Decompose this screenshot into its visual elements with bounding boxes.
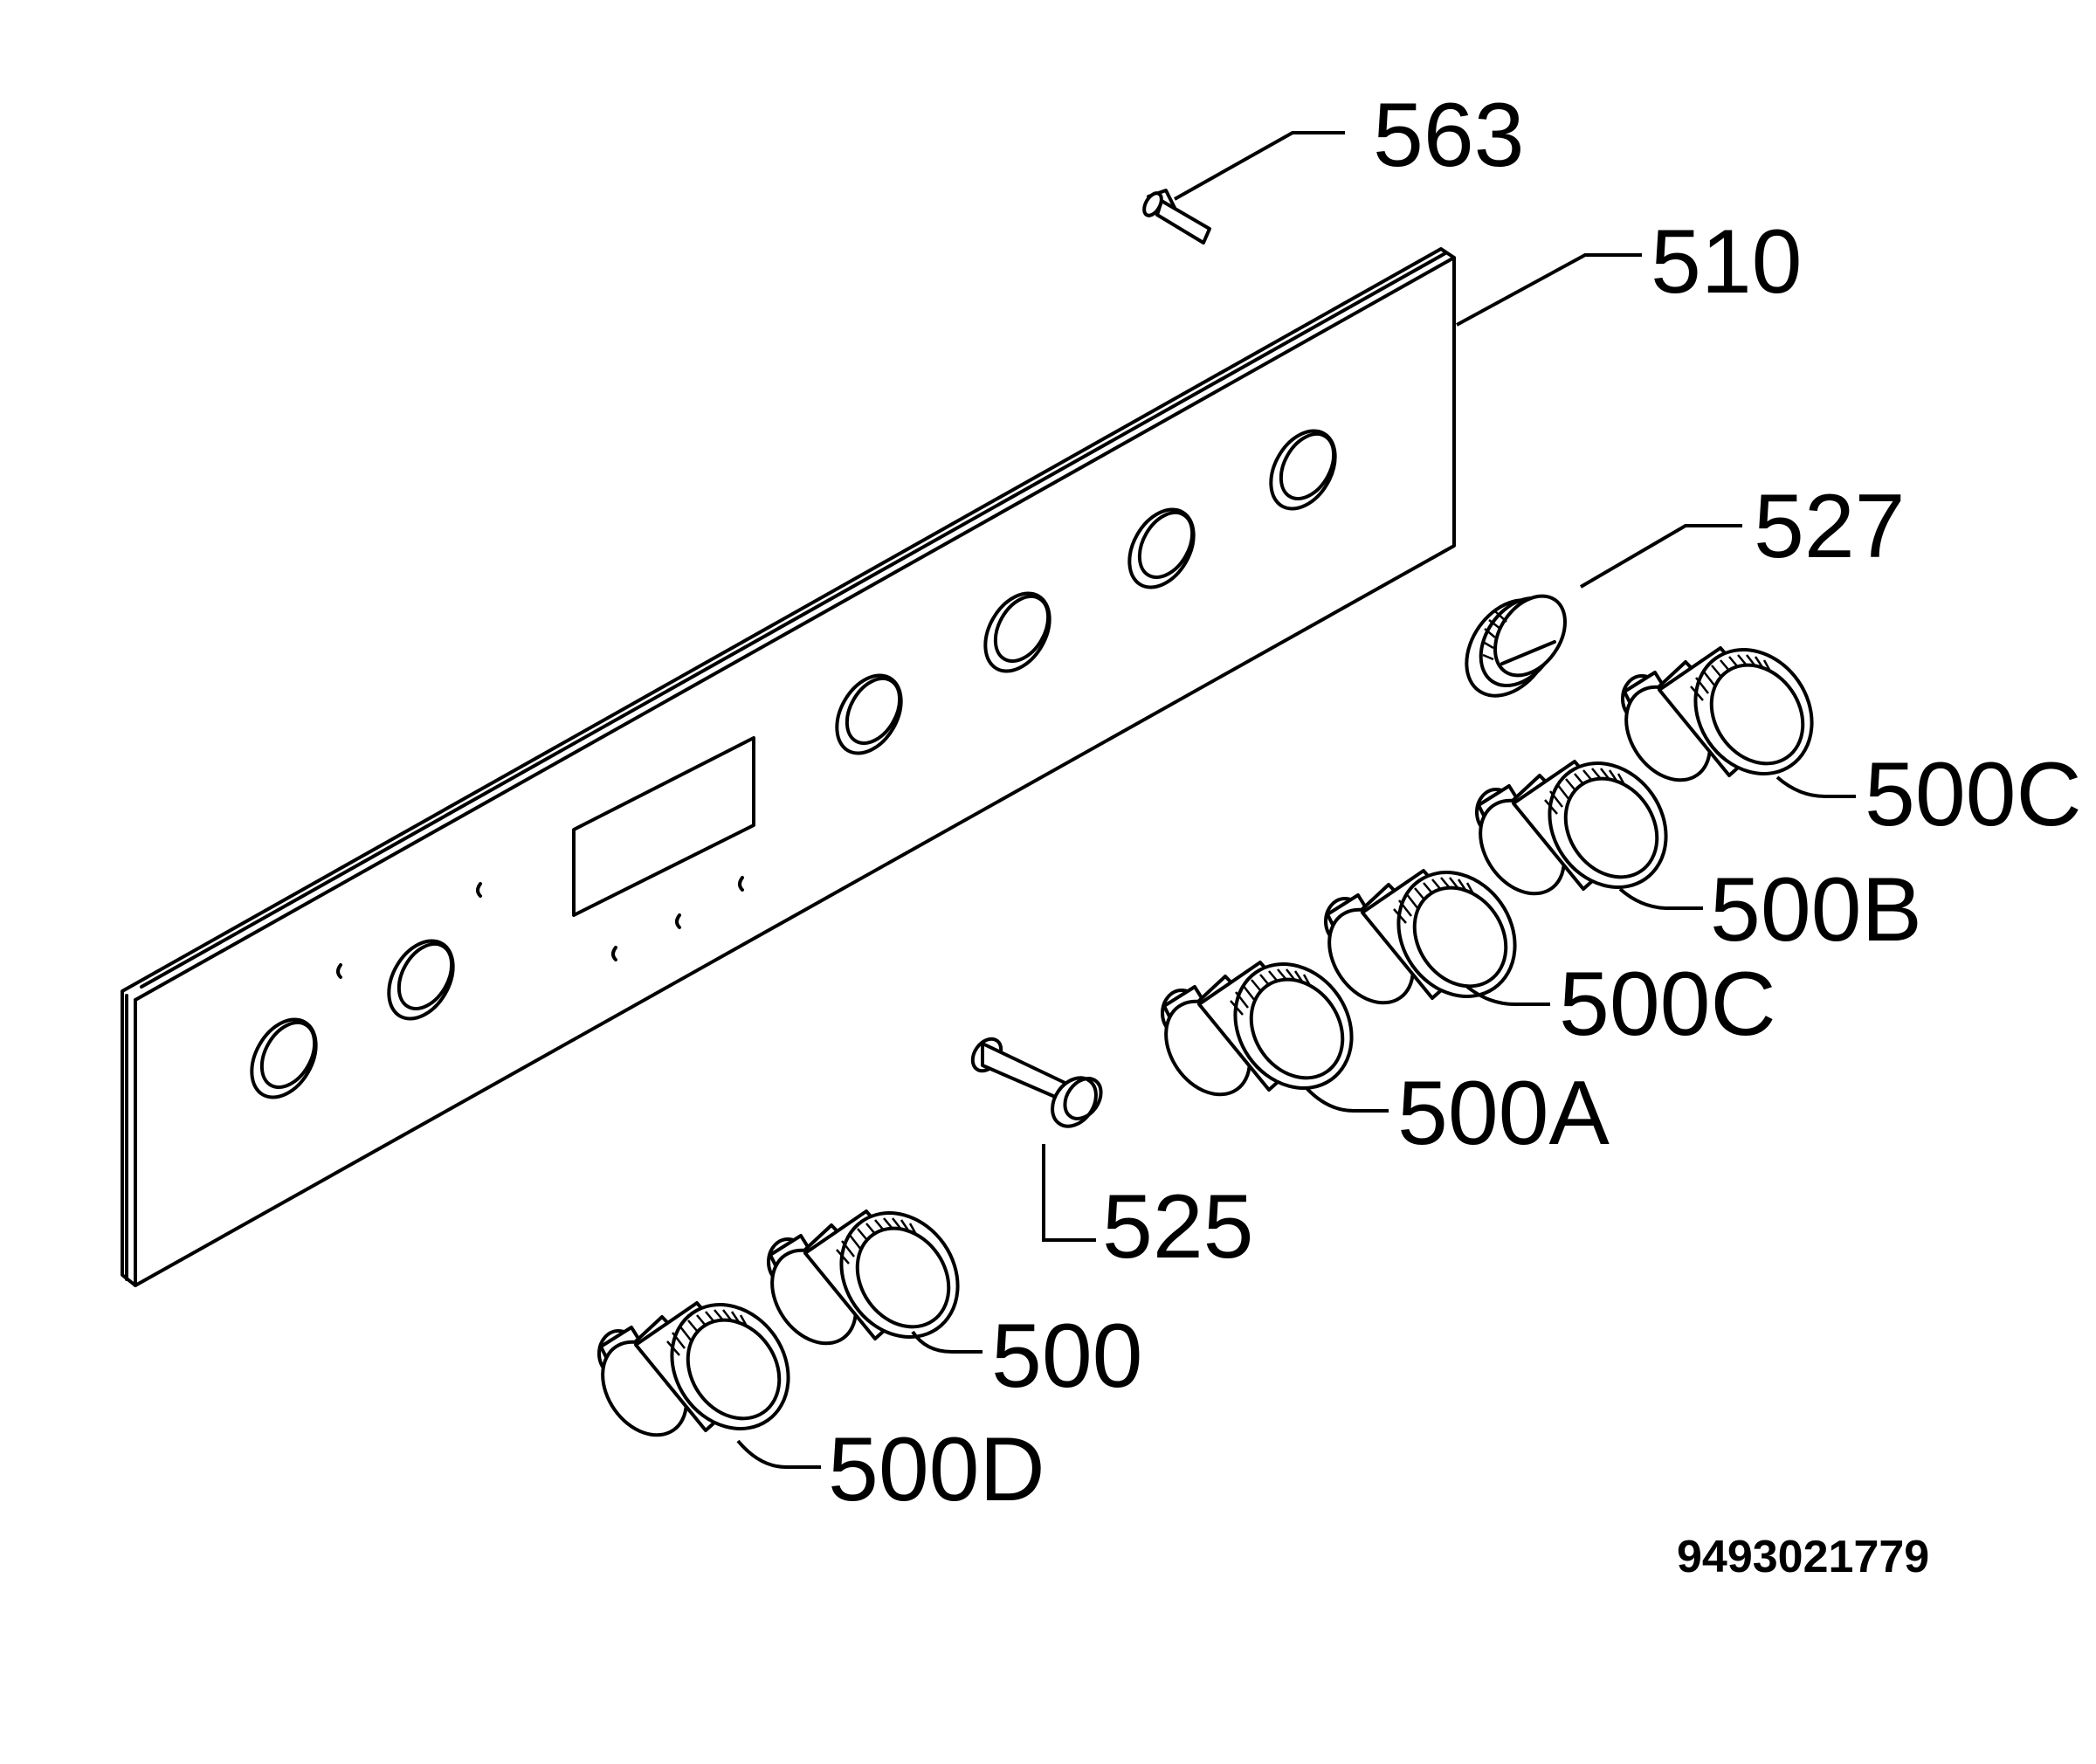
knob-hole [835, 673, 903, 755]
leader-510 [1456, 253, 1642, 327]
knob-hole [387, 939, 455, 1021]
callout-510: 510 [1651, 211, 1803, 313]
bezel-ring-527 [1465, 594, 1567, 698]
leader-500c-top [1775, 775, 1856, 798]
callout-500c-mid: 500C [1559, 954, 1776, 1055]
callout-500d: 500D [828, 1419, 1045, 1520]
leader-500 [911, 1330, 982, 1354]
callout-500a: 500A [1397, 1063, 1610, 1164]
leader-500a [1304, 1085, 1389, 1113]
indicator-marks [336, 876, 744, 979]
knob-hole [250, 1017, 318, 1099]
callout-563: 563 [1373, 85, 1525, 186]
leader-500d [736, 1439, 821, 1469]
screw-563 [1142, 189, 1211, 245]
callout-500b: 500B [1710, 859, 1922, 961]
display-window [572, 736, 755, 917]
callout-527: 527 [1754, 476, 1906, 577]
leader-527 [1579, 524, 1742, 589]
knob-500 [753, 1189, 983, 1361]
callout-500c-top: 500C [1865, 744, 2082, 845]
knob-500c-top [1607, 625, 1837, 798]
leader-525 [1042, 1144, 1096, 1242]
leader-500c-mid [1465, 985, 1550, 1006]
knob-hole [1127, 507, 1196, 589]
control-panel-510 [121, 247, 1456, 1287]
leader-563 [1174, 131, 1345, 201]
knob-hole [983, 591, 1051, 673]
knob-hole [1269, 429, 1337, 511]
pin-525 [970, 1037, 1103, 1128]
callout-500: 500 [991, 1306, 1143, 1407]
document-number: 9493021779 [1677, 1532, 1929, 1582]
callout-525: 525 [1102, 1176, 1254, 1278]
leader-500b [1618, 887, 1703, 910]
